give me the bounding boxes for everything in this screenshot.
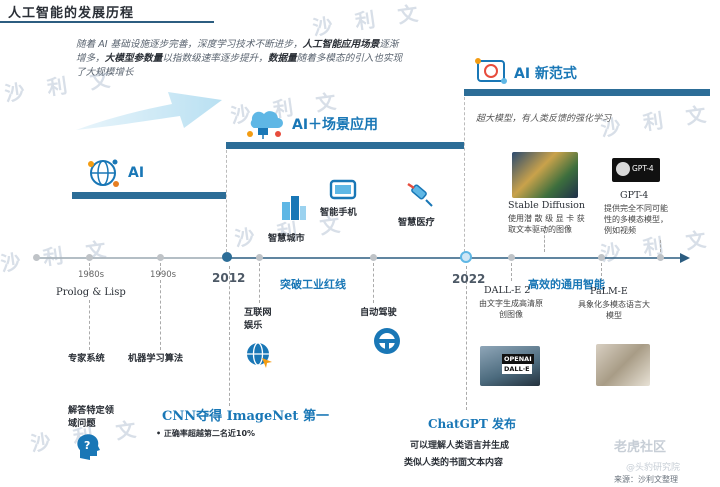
connector (89, 263, 90, 275)
era-bar-ai (72, 192, 226, 199)
intro-highlight: 人工智能应用场景 (302, 39, 380, 50)
intro-part: 随着多模态的引入也实现了大规模增长 (76, 53, 403, 78)
year-label: 1990s (150, 270, 177, 280)
connector (373, 263, 374, 303)
chatgpt-title: ChatGPT 发布 (428, 417, 516, 431)
footer-brand-2: @头豹研究院 (626, 463, 681, 473)
smart-city-icon (282, 196, 306, 220)
palme-desc: 具象化多模态语言大模型 (578, 300, 650, 320)
chatgpt-desc-1: 可以理解人类语言并生成 (410, 441, 510, 451)
timeline-dot (508, 254, 515, 261)
timeline-dot (157, 254, 164, 261)
dalle-badge-openai: OPENAI (502, 354, 534, 364)
intro-highlight: 大模型参数量 (104, 53, 163, 64)
connector (160, 263, 161, 275)
era-bar-paradigm (464, 89, 710, 96)
year-label-2012: 2012 (212, 271, 246, 285)
smartphone-icon (329, 179, 357, 200)
timeline-dot (598, 254, 605, 261)
breakthrough-label: 突破工业红线 (280, 278, 346, 291)
intro-highlight: 数据量 (267, 53, 297, 64)
expert-system: 专家系统 (68, 353, 105, 364)
title-underline (0, 21, 214, 23)
year-label-2022: 2022 (452, 272, 486, 286)
globe-network-icon (88, 159, 119, 187)
intro-part: 以指数级速率逐步提升， (162, 53, 268, 64)
connector (466, 266, 467, 410)
dalle-badge-dalle: DALL·E (502, 364, 532, 374)
ai-paradigm-icon (475, 58, 507, 84)
era-bar-scene (226, 142, 464, 149)
intro-text: 随着 AI 基础设施逐步完善，深度学习技术不断进步，人工智能应用场景逐渐增多，大… (76, 38, 406, 80)
scene-smart-medical: 智慧医疗 (398, 217, 435, 228)
connector (660, 240, 661, 252)
timeline-axis (36, 253, 690, 263)
connector (229, 266, 230, 406)
connector (89, 300, 90, 350)
palme-title: PaLM-E (590, 286, 628, 297)
chatgpt-desc-2: 类似人类的书面文本内容 (404, 458, 504, 468)
era-ai-label: AI (128, 165, 145, 181)
timeline-dot (370, 254, 377, 261)
gpt4-logo-icon (616, 162, 630, 176)
general-ai-label: 高效的通用智能 (528, 278, 605, 291)
cnn-desc-text: 正确率超越第二名近10% (163, 429, 256, 438)
era-divider (464, 97, 465, 252)
page-title: 人工智能的发展历程 (8, 6, 135, 21)
stable-diffusion-desc: 使用潜 散 级 显 卡 获取文本驱动的图像 (508, 214, 585, 234)
steering-wheel-icon (374, 328, 400, 354)
footer-brand-1: 老虎社区 (614, 440, 667, 455)
era-scene-label: AI＋场景应用 (292, 117, 379, 133)
dalle-title: DALL-E 2 (484, 285, 531, 296)
ml-algorithm: 机器学习算法 (128, 353, 184, 364)
timeline-dot-2022 (460, 251, 472, 263)
intro-part: 随着 AI 基础设施逐步完善，深度学习技术不断进步， (76, 39, 303, 50)
connector (511, 263, 512, 281)
footer-source: 来源：沙利文整理 (614, 475, 678, 484)
growth-arrow-icon (76, 92, 222, 130)
timeline-dot-2012 (222, 252, 232, 262)
timeline-dot (33, 254, 40, 261)
year-label: 1980s (78, 270, 105, 280)
watermark: 沙 利 文 (311, 0, 428, 40)
scene-smart-city: 智慧城市 (268, 233, 305, 244)
intro-part: 逐渐增多， (76, 39, 399, 64)
connector (601, 263, 602, 281)
globe-cursor-icon (247, 342, 272, 368)
connector (160, 280, 161, 350)
svg-text:?: ? (84, 439, 90, 452)
gpt4-desc: 提供完全不同可能性的多模态模型，例如视频 (604, 204, 668, 235)
stable-diffusion-image (512, 152, 578, 198)
syringe-medical-icon (407, 182, 433, 207)
connector (544, 226, 545, 252)
timeline-dot (657, 254, 664, 261)
timeline-dot (86, 254, 93, 261)
era-paradigm-label: AI 新范式 (514, 66, 577, 82)
auto-driving: 自动驾驶 (360, 307, 397, 318)
cloud-flowchart-icon (247, 111, 283, 139)
cnn-imagenet-title: CNN夺得 ImageNet 第一 (162, 409, 329, 424)
era-paradigm-subtitle: 超大模型，有人类反馈的强化学习 (476, 114, 612, 124)
scene-smartphone: 智能手机 (320, 207, 357, 218)
prolog-lisp: Prolog & Lisp (56, 287, 126, 298)
watermark: 沙 利 文 (599, 101, 716, 141)
internet-entertainment: 互联网娱乐 (244, 307, 272, 331)
dalle-desc: 由文字生成高清原创图像 (479, 299, 543, 319)
gpt4-title: GPT-4 (620, 190, 649, 201)
dalle-image: OPENAI DALL·E (480, 346, 540, 386)
connector (259, 263, 260, 303)
era-divider (226, 150, 227, 252)
gpt4-badge-text: GPT-4 (632, 164, 654, 173)
cnn-imagenet-desc: • 正确率超越第二名近10% (156, 429, 256, 438)
timeline-dot (256, 254, 263, 261)
palme-image (596, 344, 650, 386)
domain-qa: 解答特定领域问题 (68, 405, 114, 429)
stable-diffusion-title: Stable Diffusion (508, 200, 586, 211)
gpt4-badge: GPT-4 (612, 158, 660, 182)
head-question-icon: ? (77, 434, 100, 460)
